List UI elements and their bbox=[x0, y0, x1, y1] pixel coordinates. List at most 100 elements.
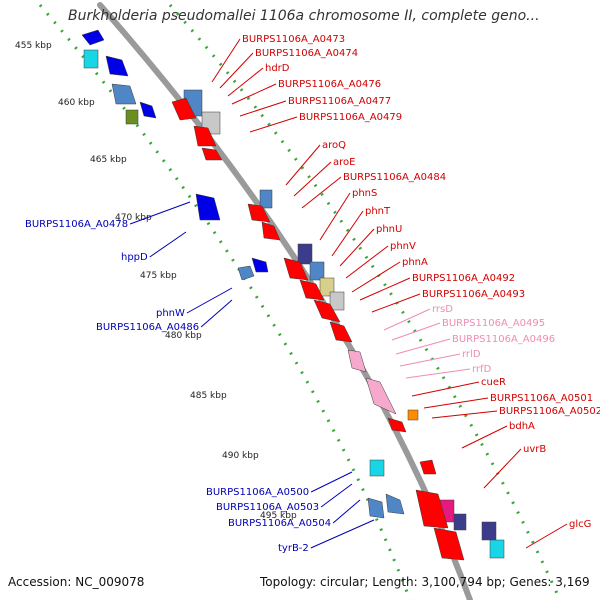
label-leader-line bbox=[149, 231, 187, 258]
gene-label: hdrD bbox=[265, 63, 290, 74]
tick-label: 460 kbp bbox=[58, 98, 95, 108]
gene-label: BURPS1106A_A0496 bbox=[452, 334, 555, 345]
gene-label: BURPS1106A_A0493 bbox=[422, 289, 525, 300]
label-leader-line bbox=[399, 353, 461, 367]
gene-label: BURPS1106A_A0477 bbox=[288, 96, 391, 107]
label-leader-line bbox=[219, 52, 254, 89]
label-leader-line bbox=[231, 83, 277, 105]
reverse-gene bbox=[125, 109, 139, 125]
label-leader-line bbox=[129, 201, 191, 225]
label-leader-line bbox=[310, 519, 375, 549]
gene-label: phnS bbox=[352, 188, 377, 199]
reverse-gene bbox=[385, 493, 405, 515]
gene-label: phnA bbox=[402, 257, 428, 268]
tick-label: 480 kbp bbox=[165, 331, 202, 341]
forward-gene bbox=[489, 539, 505, 559]
gene-label: uvrB bbox=[523, 444, 546, 455]
label-leader-line bbox=[200, 299, 233, 328]
reverse-gene bbox=[251, 257, 269, 273]
reverse-gene bbox=[83, 49, 99, 69]
label-leader-line bbox=[227, 67, 264, 97]
label-leader-line bbox=[383, 308, 431, 331]
label-leader-line bbox=[345, 245, 389, 279]
forward-gene bbox=[261, 221, 281, 241]
label-leader-line bbox=[411, 381, 480, 397]
forward-gene bbox=[329, 291, 345, 311]
reverse-gene bbox=[111, 83, 137, 105]
gene-label: BURPS1106A_A0495 bbox=[442, 318, 545, 329]
genome-summary-text: Topology: circular; Length: 3,100,794 bp… bbox=[260, 575, 590, 589]
gene-label: BURPS1106A_A0486 bbox=[96, 322, 199, 333]
reverse-gene bbox=[237, 265, 255, 281]
label-leader-line bbox=[423, 397, 489, 409]
gene-label: glcG bbox=[569, 519, 591, 530]
forward-gene bbox=[433, 527, 465, 561]
tick-label: 455 kbp bbox=[15, 41, 52, 51]
label-leader-line bbox=[461, 425, 508, 449]
tick-label: 495 kbp bbox=[260, 511, 297, 521]
gene-label: phnV bbox=[390, 241, 416, 252]
gene-label: BURPS1106A_A0492 bbox=[412, 273, 515, 284]
forward-gene bbox=[319, 277, 335, 297]
label-leader-line bbox=[525, 523, 568, 549]
label-leader-line bbox=[301, 176, 342, 209]
forward-gene bbox=[453, 513, 467, 531]
forward-gene bbox=[419, 459, 437, 475]
gene-label: BURPS1106A_A0473 bbox=[242, 34, 345, 45]
forward-gene bbox=[297, 243, 313, 265]
label-leader-line bbox=[285, 144, 321, 186]
reverse-gene bbox=[105, 55, 129, 77]
gene-label: aroE bbox=[333, 157, 355, 168]
label-leader-line bbox=[483, 448, 522, 489]
label-leader-line bbox=[319, 192, 351, 241]
gene-label: cueR bbox=[481, 377, 506, 388]
reverse-gene bbox=[81, 29, 105, 46]
forward-gene bbox=[201, 147, 223, 161]
label-leader-line bbox=[211, 38, 241, 83]
gene-label: BURPS1106A_A0502 bbox=[499, 406, 600, 417]
gene-label: BURPS1106A_A0474 bbox=[255, 48, 358, 59]
forward-gene bbox=[247, 203, 271, 223]
gene-label: hppD bbox=[121, 252, 148, 263]
gene-label: aroQ bbox=[322, 140, 346, 151]
label-leader-line bbox=[320, 483, 353, 508]
tick-label: 465 kbp bbox=[90, 155, 127, 165]
label-leader-line bbox=[186, 287, 233, 314]
tick-label: 475 kbp bbox=[140, 271, 177, 281]
gene-label: phnU bbox=[376, 224, 402, 235]
gene-label: BURPS1106A_A0504 bbox=[228, 518, 331, 529]
gene-label: BURPS1106A_A0478 bbox=[25, 219, 128, 230]
forward-gene bbox=[193, 125, 217, 147]
forward-gene bbox=[171, 97, 197, 121]
rna-gene bbox=[365, 377, 397, 415]
tick-label: 485 kbp bbox=[190, 391, 227, 401]
gene-label: rrfD bbox=[472, 364, 492, 375]
gene-label: tyrB-2 bbox=[278, 543, 309, 554]
gene-label: BURPS1106A_A0479 bbox=[299, 112, 402, 123]
label-leader-line bbox=[332, 499, 361, 524]
reverse-gene bbox=[367, 497, 385, 519]
forward-gene bbox=[283, 257, 309, 281]
reverse-gene bbox=[369, 459, 385, 477]
label-leader-line bbox=[351, 261, 401, 293]
gene-label: bdhA bbox=[509, 421, 535, 432]
forward-gene bbox=[259, 189, 273, 209]
outer-dotted-track bbox=[168, 4, 562, 601]
forward-gene bbox=[329, 321, 353, 343]
label-leader-line bbox=[293, 161, 332, 197]
gene-label: phnW bbox=[156, 308, 185, 319]
label-leader-line bbox=[331, 210, 364, 257]
accession-text: Accession: NC_009078 bbox=[8, 575, 145, 589]
gene-label: rrlD bbox=[462, 349, 481, 360]
gene-label: rrsD bbox=[432, 304, 453, 315]
label-leader-line bbox=[359, 277, 411, 301]
label-leader-line bbox=[339, 228, 375, 267]
gene-label: BURPS1106A_A0484 bbox=[343, 172, 446, 183]
label-leader-line bbox=[405, 368, 471, 379]
gene-label: phnT bbox=[365, 206, 391, 217]
tick-label: 490 kbp bbox=[222, 451, 259, 461]
label-leader-line bbox=[249, 116, 298, 133]
tick-label: 470 kbp bbox=[115, 213, 152, 223]
gene-label: BURPS1106A_A0501 bbox=[490, 393, 593, 404]
